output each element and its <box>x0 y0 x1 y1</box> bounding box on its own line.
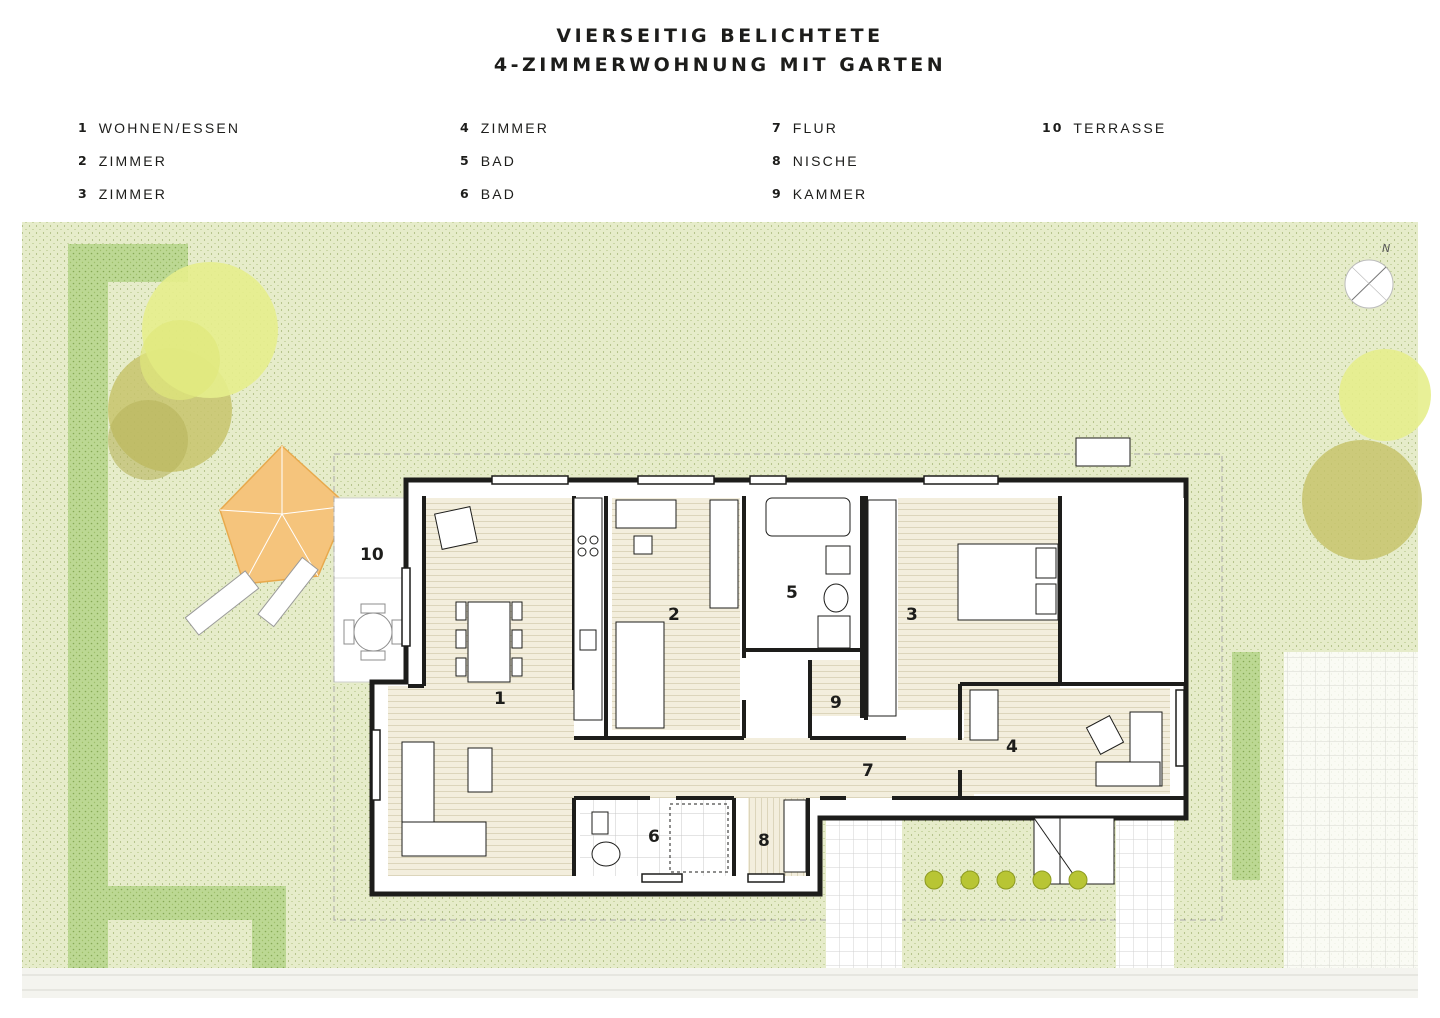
legend-item: 3 ZIMMER <box>78 184 240 217</box>
legend-item: 1 WOHNEN/ESSEN <box>78 118 240 151</box>
room-number: 2 <box>668 605 680 625</box>
title-line-1: VIERSEITIG BELICHTETE <box>556 25 884 47</box>
legend-number: 6 <box>460 186 471 201</box>
interior-walls <box>408 496 1186 876</box>
shrub-row <box>924 870 1088 890</box>
page-title: VIERSEITIG BELICHTETE 4-ZIMMERWOHNUNG MI… <box>0 22 1440 80</box>
legend-item: 10 TERRASSE <box>1042 118 1166 151</box>
windows <box>371 475 1185 883</box>
legend-item: 8 NISCHE <box>772 151 867 184</box>
room-number: 4 <box>1006 737 1018 757</box>
legend-label: ZIMMER <box>98 153 168 169</box>
legend-label: FLUR <box>792 120 839 136</box>
room-number: 10 <box>360 545 384 565</box>
legend-item: 7 FLUR <box>772 118 867 151</box>
paving-path <box>1116 818 1174 968</box>
legend-label: BAD <box>480 153 517 169</box>
legend-label: TERRASSE <box>1073 120 1167 136</box>
north-arrow-icon: N <box>1344 242 1394 309</box>
room-number: 1 <box>494 689 506 709</box>
legend-item: 2 ZIMMER <box>78 151 240 184</box>
legend-number: 5 <box>460 153 471 168</box>
legend-number: 3 <box>78 186 89 201</box>
tree-left <box>108 262 278 480</box>
legend-label: KAMMER <box>792 186 868 202</box>
hedge <box>68 244 1260 968</box>
title-line-2: 4-ZIMMERWOHNUNG MIT GARTEN <box>493 54 947 76</box>
legend-item: 9 KAMMER <box>772 184 867 217</box>
legend-label: NISCHE <box>792 153 859 169</box>
legend-item: 6 BAD <box>460 184 549 217</box>
compass-label: N <box>1382 242 1390 255</box>
floor-plan: N <box>22 222 1431 998</box>
room-number: 3 <box>906 605 918 625</box>
fence-strip <box>22 968 1418 998</box>
legend-label: WOHNEN/ESSEN <box>98 120 241 136</box>
paving-path <box>826 818 902 968</box>
room-number: 7 <box>862 761 874 781</box>
paving-area <box>1284 652 1418 968</box>
legend-label: ZIMMER <box>98 186 168 202</box>
sun-lounger <box>184 556 319 636</box>
legend-item: 4 ZIMMER <box>460 118 549 151</box>
legend-number: 9 <box>772 186 783 201</box>
room-number: 8 <box>758 831 770 851</box>
tree-right <box>1302 349 1431 560</box>
legend-label: ZIMMER <box>480 120 550 136</box>
fence-lines <box>22 974 1418 991</box>
legend-number: 8 <box>772 153 783 168</box>
legend-item: 5 BAD <box>460 151 549 184</box>
legend-label: BAD <box>480 186 517 202</box>
furniture <box>401 437 1163 873</box>
legend-number: 2 <box>78 153 89 168</box>
legend-number: 4 <box>460 120 471 135</box>
legend-column-4: 10 TERRASSE <box>1042 118 1166 151</box>
property-line <box>333 453 1223 921</box>
room-number: 5 <box>786 583 798 603</box>
terrace-table-icon <box>343 603 403 661</box>
room-number: 9 <box>830 693 842 713</box>
room-number: 6 <box>648 827 660 847</box>
legend-number: 10 <box>1042 120 1064 135</box>
legend-number: 7 <box>772 120 783 135</box>
legend-column-3: 7 FLUR 8 NISCHE 9 KAMMER <box>772 118 867 217</box>
legend-number: 1 <box>78 120 89 135</box>
